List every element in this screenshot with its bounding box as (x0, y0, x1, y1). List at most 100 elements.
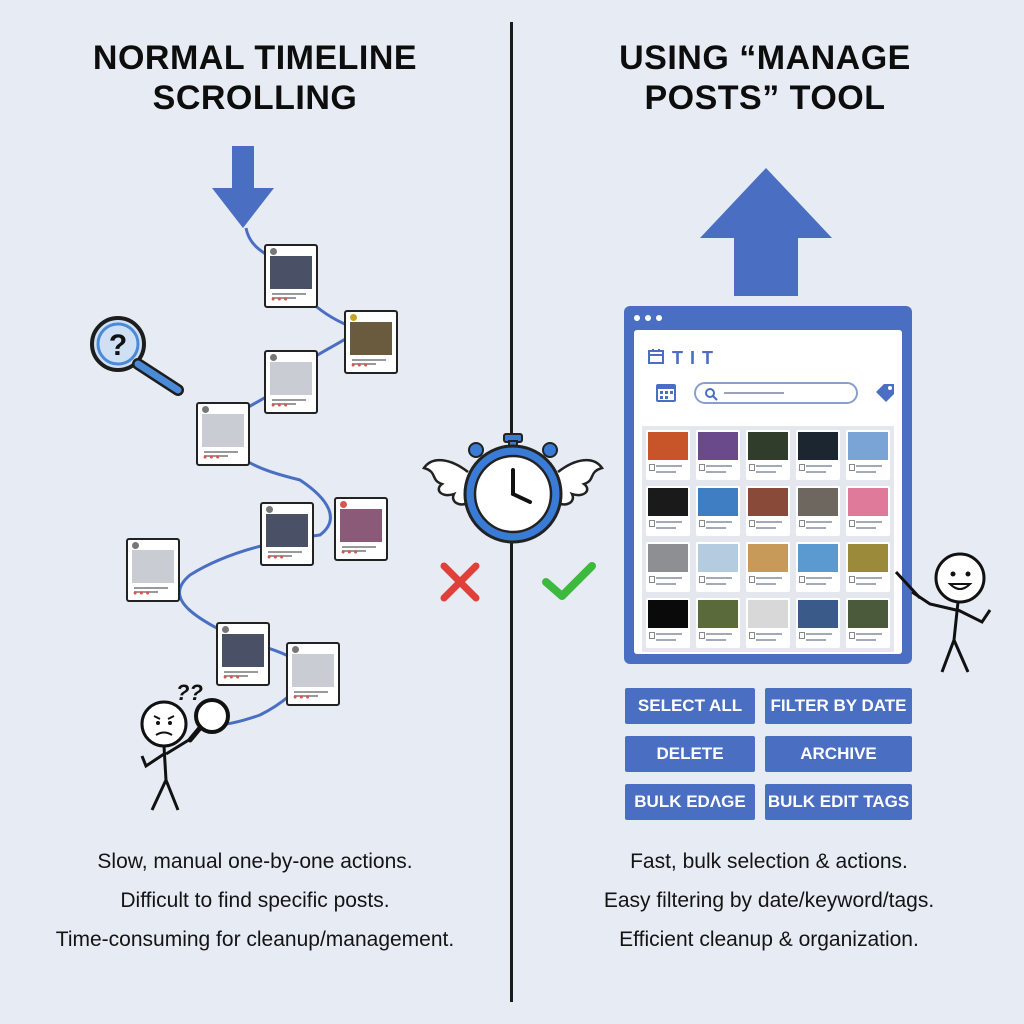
avatar (222, 626, 229, 633)
select-checkbox[interactable] (799, 632, 805, 639)
right-title-line1: USING “MANAGE (619, 39, 911, 77)
select-all-button[interactable]: SELECT ALL (625, 688, 755, 724)
post-thumbnail[interactable] (746, 598, 790, 648)
post-thumbnail[interactable] (846, 542, 890, 592)
select-checkbox[interactable] (649, 632, 655, 639)
winged-stopwatch-icon (422, 433, 604, 544)
up-arrow-icon (700, 168, 832, 296)
reaction-icons: ●●● (293, 694, 312, 701)
bulk-edit-tags-button[interactable]: BULK EDIT TAGS (765, 784, 912, 820)
select-checkbox[interactable] (849, 632, 855, 639)
reaction-icons: ●●● (223, 674, 242, 681)
avatar (266, 506, 273, 513)
post-thumbnail[interactable] (846, 430, 890, 480)
window-dot (656, 315, 662, 321)
confused-person-icon (140, 698, 230, 811)
left-title: NORMAL TIMELINE SCROLLING (40, 38, 470, 118)
avatar (340, 501, 347, 508)
post-thumbnail[interactable] (796, 542, 840, 592)
post-image (202, 414, 244, 447)
thumbnail-image (848, 600, 888, 628)
select-checkbox[interactable] (799, 464, 805, 471)
right-bullet: Efficient cleanup & organization. (619, 928, 919, 951)
left-bullet: Time-consuming for cleanup/management. (55, 928, 455, 951)
post-thumbnail[interactable] (646, 542, 690, 592)
presenting-person-icon (894, 552, 992, 673)
timeline-post-card: ●●● (126, 538, 180, 602)
window-dot (634, 315, 640, 321)
post-thumbnail[interactable] (696, 486, 740, 536)
red-x-icon (440, 562, 480, 602)
timeline-post-card: ●●● (286, 642, 340, 706)
post-thumbnail[interactable] (646, 486, 690, 536)
bulk-edit-date-button[interactable]: BULK EDΛGE (625, 784, 755, 820)
window-dot (645, 315, 651, 321)
reaction-icons: ●●● (267, 554, 286, 561)
post-thumbnail[interactable] (846, 486, 890, 536)
select-checkbox[interactable] (849, 520, 855, 527)
post-image (222, 634, 264, 667)
avatar (350, 314, 357, 321)
select-checkbox[interactable] (649, 576, 655, 583)
post-thumbnail[interactable] (696, 430, 740, 480)
timeline-path (178, 227, 364, 727)
post-thumbnail[interactable] (646, 598, 690, 648)
select-checkbox[interactable] (749, 520, 755, 527)
thumbnail-image (698, 432, 738, 460)
post-thumbnail[interactable] (846, 598, 890, 648)
post-thumbnail[interactable] (696, 542, 740, 592)
tag-icon[interactable] (874, 382, 896, 402)
thumbnail-image (648, 544, 688, 572)
post-thumbnail[interactable] (696, 598, 740, 648)
avatar (270, 248, 277, 255)
post-image (266, 514, 308, 547)
filter-by-date-button[interactable]: FILTER BY DATE (765, 688, 912, 724)
question-marks: ?? (176, 680, 203, 705)
search-input[interactable] (694, 382, 858, 404)
select-checkbox[interactable] (749, 632, 755, 639)
select-checkbox[interactable] (749, 464, 755, 471)
right-title-line2: POSTS” TOOL (644, 79, 886, 117)
reaction-icons: ●●● (133, 590, 152, 597)
post-image (350, 322, 392, 355)
select-checkbox[interactable] (849, 576, 855, 583)
post-thumbnail[interactable] (746, 430, 790, 480)
delete-button[interactable]: DELETE (625, 736, 755, 772)
thumbnail-image (848, 432, 888, 460)
search-icon (705, 388, 718, 401)
timeline-post-card: ●●● (216, 622, 270, 686)
select-checkbox[interactable] (849, 464, 855, 471)
post-thumbnail-grid (642, 426, 894, 652)
post-thumbnail[interactable] (796, 486, 840, 536)
avatar (292, 646, 299, 653)
thumbnail-image (648, 432, 688, 460)
select-checkbox[interactable] (649, 464, 655, 471)
right-bullet: Fast, bulk selection & actions. (630, 850, 908, 873)
calendar-small-icon (648, 349, 664, 364)
select-checkbox[interactable] (699, 576, 705, 583)
select-checkbox[interactable] (649, 520, 655, 527)
select-checkbox[interactable] (699, 632, 705, 639)
select-checkbox[interactable] (799, 576, 805, 583)
archive-button[interactable]: ARCHIVE (765, 736, 912, 772)
select-checkbox[interactable] (799, 520, 805, 527)
post-thumbnail[interactable] (746, 486, 790, 536)
avatar (132, 542, 139, 549)
reaction-icons: ●●● (271, 402, 290, 409)
thumbnail-image (748, 600, 788, 628)
select-checkbox[interactable] (699, 520, 705, 527)
panel-title: T I T (672, 348, 714, 368)
thumbnail-image (798, 488, 838, 516)
post-thumbnail[interactable] (746, 542, 790, 592)
right-title: USING “MANAGE POSTS” TOOL (550, 38, 980, 118)
select-checkbox[interactable] (699, 464, 705, 471)
select-checkbox[interactable] (749, 576, 755, 583)
thumbnail-image (748, 432, 788, 460)
post-thumbnail[interactable] (796, 430, 840, 480)
post-image (270, 256, 312, 289)
post-thumbnail[interactable] (796, 598, 840, 648)
left-title-line1: NORMAL TIMELINE (92, 39, 418, 77)
calendar-icon[interactable] (654, 380, 678, 404)
post-thumbnail[interactable] (646, 430, 690, 480)
timeline-post-card: ●●● (264, 244, 318, 308)
